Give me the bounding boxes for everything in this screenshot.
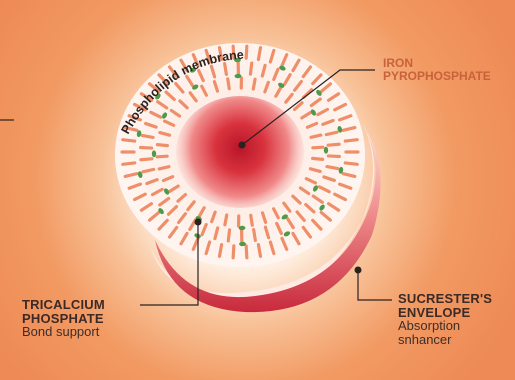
tricalcium-label-line1: TRICALCIUM: [22, 298, 105, 312]
phospholipid-dash: [157, 145, 167, 146]
phospholipid-dash: [246, 246, 247, 258]
phospholipid-dash: [345, 163, 357, 164]
phospholipid-dash: [142, 135, 153, 137]
iron-label-line2: PYROPHOSPHATE: [383, 70, 491, 83]
phospholipid-dash: [141, 159, 152, 160]
phospholipid-dash: [328, 144, 339, 145]
phospholipid-dash: [313, 147, 323, 148]
phospholipid-dash: [311, 135, 321, 137]
iron-marker-dot: [239, 142, 246, 149]
phospholipid-dash: [123, 163, 135, 164]
tricalcium-label: TRICALCIUM PHOSPHATE Bond support: [22, 298, 105, 339]
phospholipid-dash: [258, 245, 260, 257]
phospholipid-dash: [250, 63, 251, 74]
phospholipid-dash: [220, 245, 222, 257]
sucrester-label: SUCRESTER'S ENVELOPE Absorption snhancer: [398, 292, 492, 347]
phospholipid-dash: [327, 167, 338, 169]
phospholipid-dash: [228, 79, 229, 89]
sucrester-label-desc2: snhancer: [398, 333, 492, 347]
phospholipid-dash: [254, 230, 256, 241]
phospholipid-dash: [157, 156, 167, 157]
tricalcium-label-desc: Bond support: [22, 325, 105, 339]
sucrester-label-line2: ENVELOPE: [398, 306, 492, 320]
iron-label-line1: IRON: [383, 57, 491, 70]
phospholipid-dash: [328, 156, 339, 157]
phospholipid-dash: [258, 48, 260, 60]
phospholipid-dash: [123, 140, 135, 141]
tricalcium-marker-dot: [195, 219, 202, 226]
phospholipid-dash: [228, 230, 229, 241]
phospholipid-dash: [233, 246, 234, 258]
iron-label: IRON PYROPHOSPHATE: [383, 57, 491, 82]
phospholipid-dash: [159, 167, 169, 169]
phospholipid-dash: [345, 140, 357, 141]
sucrester-label-line1: SUCRESTER'S: [398, 292, 492, 306]
phospholipid-dash: [313, 158, 323, 159]
phospholipid-dash: [251, 215, 252, 225]
sucrester-label-desc1: Absorption: [398, 319, 492, 333]
sucrester-marker-dot: [355, 267, 362, 274]
phospholipid-dash: [225, 64, 227, 75]
phospholipid-dash: [246, 46, 247, 58]
phospholipid-dash: [225, 215, 227, 225]
phospholipid-dash: [141, 148, 152, 149]
phospholipid-dash: [253, 79, 255, 89]
tricalcium-label-line2: PHOSPHATE: [22, 312, 105, 326]
